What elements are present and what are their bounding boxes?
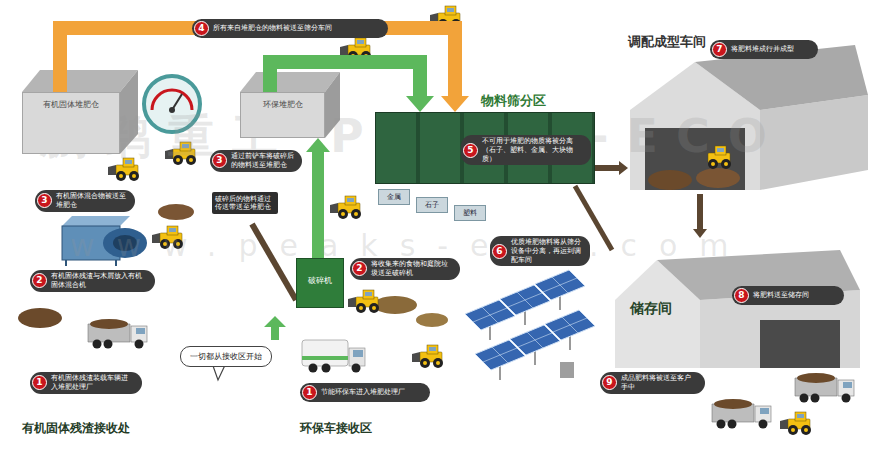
plant-illustration bbox=[712, 399, 771, 429]
step-callout: 5 不可用于堆肥的物质将被分离（石子、塑料、金属、大块物质） bbox=[461, 135, 591, 165]
plant-illustration bbox=[264, 316, 286, 340]
arrow-head bbox=[619, 161, 628, 175]
callout-text: 有机固体残渣装载车辆进入堆肥处理厂 bbox=[51, 374, 134, 392]
callout-number: 8 bbox=[734, 288, 749, 303]
info-sign: 破碎后的物料通过传送带送至堆肥仓 bbox=[212, 192, 278, 214]
solar-array bbox=[560, 362, 574, 378]
sorting-bin: 石子 bbox=[416, 197, 448, 213]
step-callout: 8 将肥料送至储存间 bbox=[732, 286, 844, 305]
callout-text: 节能环保车进入堆肥处理厂 bbox=[321, 388, 405, 397]
callout-text: 将收集来的食物和庭院垃圾送至破碎机 bbox=[371, 260, 452, 278]
compost-bin: 环保堆肥仓 bbox=[240, 92, 325, 138]
conveyor-arrow bbox=[697, 194, 703, 229]
step-callout: 4 所有来自堆肥仓的物料被送至筛分车间 bbox=[192, 19, 388, 38]
area-label: 有机固体残渣接收处 bbox=[22, 420, 130, 437]
crusher-machine: 破碎机 bbox=[296, 258, 344, 308]
plant-illustration bbox=[412, 345, 443, 368]
conveyor-arrow bbox=[595, 161, 628, 175]
box-label: 破碎后的物料通过传送带送至堆肥仓 bbox=[215, 195, 275, 211]
sorting-bin: 金属 bbox=[378, 189, 410, 205]
box-label: 有机固体堆肥仓 bbox=[26, 99, 116, 110]
bubble-text: 一切都从接收区开始 bbox=[187, 351, 265, 362]
callout-number: 4 bbox=[194, 21, 209, 36]
callout-number: 3 bbox=[212, 153, 227, 168]
step-callout: 3 有机固体混合物被送至堆肥仓 bbox=[35, 190, 135, 212]
material-pile bbox=[158, 204, 194, 220]
callout-number: 6 bbox=[492, 244, 507, 259]
plant-illustration bbox=[88, 319, 147, 349]
conveyor-arrow bbox=[595, 165, 619, 171]
area-label: 环保车接收区 bbox=[300, 420, 372, 437]
callout-text: 优质堆肥物料将从筛分设备中分离，再运到调配车间 bbox=[511, 238, 582, 264]
step-callout: 1 节能环保车进入堆肥处理厂 bbox=[300, 383, 430, 402]
area-heading: 调配成型车间 bbox=[628, 34, 706, 50]
workshop-building: 调配成型车间 7 将肥料堆成行并成型 bbox=[628, 34, 868, 194]
callout-text: 有机固体残渣与木屑放入有机固体混合机 bbox=[51, 272, 147, 290]
step-callout: 7 将肥料堆成行并成型 bbox=[710, 40, 818, 59]
callout-number: 1 bbox=[302, 385, 317, 400]
plant-illustration bbox=[330, 196, 361, 219]
step-callout: 6 优质堆肥物料将从筛分设备中分离，再运到调配车间 bbox=[490, 236, 590, 266]
material-pile bbox=[416, 313, 448, 327]
callout-number: 3 bbox=[37, 193, 52, 208]
callout-text: 将肥料送至储存间 bbox=[753, 291, 809, 300]
compost-bin: 有机固体堆肥仓 bbox=[22, 92, 120, 154]
speech-bubble: 一切都从接收区开始 bbox=[180, 346, 272, 367]
step-callout: 2 有机固体残渣与木屑放入有机固体混合机 bbox=[30, 270, 155, 292]
mixer-machine bbox=[62, 216, 130, 226]
step-callout: 1 有机固体残渣装载车辆进入堆肥处理厂 bbox=[30, 372, 142, 394]
callout-text: 所有来自堆肥仓的物料被送至筛分车间 bbox=[213, 24, 332, 33]
area-label: 有机固体残渣接收处 bbox=[22, 420, 130, 437]
blending-workshop bbox=[648, 170, 692, 190]
compost-bin-building bbox=[22, 70, 138, 92]
callout-number: 2 bbox=[32, 273, 47, 288]
step-callout: 2 将收集来的食物和庭院垃圾送至破碎机 bbox=[350, 258, 460, 280]
box-label: 金属 bbox=[380, 192, 408, 202]
callout-number: 7 bbox=[712, 42, 727, 57]
flow-band bbox=[270, 62, 420, 96]
flow-band bbox=[60, 28, 455, 96]
callout-number: 1 bbox=[32, 375, 47, 390]
callout-text: 将肥料堆成行并成型 bbox=[731, 45, 794, 54]
callout-text: 不可用于堆肥的物质将被分离（石子、塑料、金属、大块物质） bbox=[482, 137, 583, 163]
storage-building: 储存间 8 将肥料送至储存间 bbox=[612, 238, 862, 368]
storage-building bbox=[760, 320, 840, 368]
callout-number: 2 bbox=[352, 261, 367, 276]
storage-building bbox=[615, 250, 860, 368]
screening-machine: 物料筛分区5不可用于堆肥的物质将被分离（石子、塑料、金属、大块物质）金属石子塑料 bbox=[375, 112, 595, 184]
box-label: 破碎机 bbox=[297, 275, 343, 286]
eco-compost-building bbox=[240, 72, 340, 92]
callout-number: 9 bbox=[602, 375, 617, 390]
plant-illustration bbox=[780, 412, 811, 435]
material-pile bbox=[373, 296, 417, 314]
plant-illustration bbox=[348, 290, 379, 313]
solar-array bbox=[465, 270, 595, 380]
plant-illustration bbox=[302, 340, 365, 373]
callout-text: 成品肥料将被送至客户手中 bbox=[621, 374, 697, 392]
area-label: 环保车接收区 bbox=[300, 420, 372, 437]
material-pile bbox=[18, 308, 62, 328]
step-callout: 3 通过前铲车将破碎后的物料送至堆肥仓 bbox=[210, 150, 302, 172]
callout-text: 有机固体混合物被送至堆肥仓 bbox=[56, 192, 127, 210]
box-label: 塑料 bbox=[456, 208, 484, 218]
area-heading: 储存间 bbox=[630, 300, 672, 316]
callout-number: 5 bbox=[463, 143, 478, 158]
box-label: 环保堆肥仓 bbox=[244, 99, 321, 110]
mixer-machine bbox=[65, 260, 67, 266]
box-label: 石子 bbox=[418, 200, 446, 210]
step-callout: 9 成品肥料将被送至客户手中 bbox=[600, 372, 705, 394]
callout-text: 通过前铲车将破碎后的物料送至堆肥仓 bbox=[231, 152, 294, 170]
solar-array bbox=[545, 310, 595, 350]
area-heading: 物料筛分区 bbox=[481, 93, 546, 109]
sorting-bin: 塑料 bbox=[454, 205, 486, 221]
solar-array bbox=[535, 270, 585, 310]
plant-illustration bbox=[795, 373, 854, 403]
blending-workshop bbox=[696, 168, 740, 188]
